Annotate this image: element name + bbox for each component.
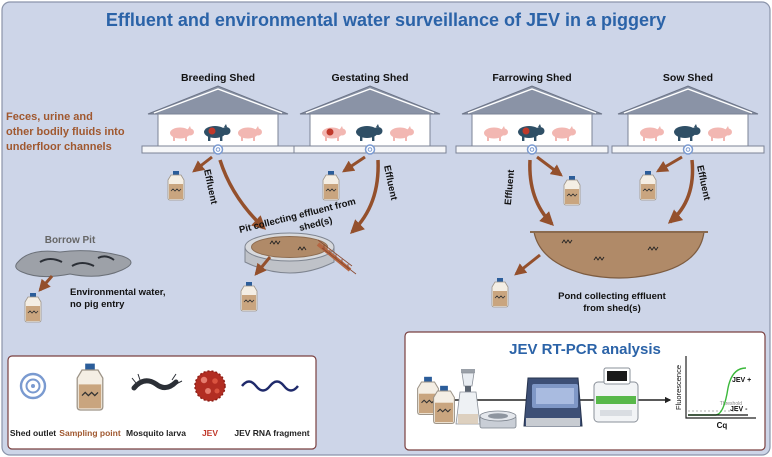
diagram-title: Effluent and environmental water surveil…	[106, 10, 666, 30]
sampling-point-bottle	[491, 277, 509, 308]
effluent-arrow	[349, 159, 380, 234]
legend-jev-label: JEV	[202, 428, 218, 438]
pit-sample-arrow	[254, 256, 272, 276]
outlet-arrow	[655, 155, 683, 173]
pond-label-line-2: from shed(s)	[583, 303, 641, 314]
fluids-label-line-3: underfloor channels	[6, 141, 112, 153]
threshold-label: Threshold	[720, 401, 742, 407]
sampling-point-bottle	[563, 175, 581, 206]
jev-negative-label: JEV -	[730, 406, 748, 413]
shed-outlet-icon	[526, 144, 538, 155]
shed-outlet-icon	[19, 372, 47, 400]
pond-sample-arrow	[514, 253, 541, 276]
effluent-arrow	[528, 159, 554, 226]
shed-label-breeding: Breeding Shed	[181, 72, 255, 84]
mosquito-larva-icon	[39, 255, 115, 267]
effluent-label: Effluent	[503, 168, 517, 205]
analysis-title: JEV RT-PCR analysis	[509, 341, 661, 358]
env-water-label-line-1: Environmental water,	[70, 287, 166, 298]
borrow-pit-sample-arrow	[38, 275, 54, 292]
borrow-pit: Borrow Pit	[15, 235, 132, 278]
shed-gestating: Gestating Shed	[293, 72, 447, 155]
shed-outlet-icon	[364, 144, 376, 155]
legend-shed-outlet-label: Shed outlet	[10, 428, 56, 438]
shed-outlet-icon	[682, 144, 694, 155]
pond-label-line-1: Pond collecting effluent	[558, 291, 667, 302]
shed-label-sow: Sow Shed	[663, 72, 713, 84]
rna-fragment-icon	[241, 380, 299, 392]
fluids-label-line-1: Feces, urine and	[6, 111, 93, 123]
amplification-graph: Fluorescence Cq Threshold JEV + JEV -	[674, 356, 756, 430]
env-water-label-line-2: no pig entry	[70, 299, 125, 310]
sampling-point-icon	[76, 362, 104, 411]
legend-mosquito-larva-label: Mosquito larva	[126, 428, 186, 438]
outlet-arrow	[342, 155, 366, 173]
legend-sampling-point-label: Sampling point	[59, 428, 121, 438]
effluent-arrow	[218, 159, 267, 230]
sampling-point-bottle	[24, 292, 42, 323]
shed-outlet-icon	[212, 144, 224, 155]
jev-virus-icon	[326, 128, 334, 136]
graph-xlabel: Cq	[717, 421, 728, 430]
extraction-instrument-icon	[523, 377, 583, 427]
fluids-label-line-2: other bodily fluids into	[6, 126, 125, 138]
effluent-pond	[530, 231, 708, 279]
sampling-point-bottle	[639, 170, 657, 201]
outlet-arrow	[536, 155, 563, 177]
mosquito-larva-icon	[131, 373, 183, 391]
jev-positive-label: JEV +	[732, 377, 751, 384]
legend-rna-fragment-label: JEV RNA fragment	[234, 428, 309, 438]
effluent-arrow	[667, 159, 695, 224]
sampling-point-bottle	[322, 170, 340, 201]
shed-farrowing: Farrowing Shed	[455, 72, 609, 155]
shed-label-gestating: Gestating Shed	[331, 72, 408, 84]
pcr-machine-icon	[593, 367, 639, 423]
jev-icon	[194, 370, 226, 402]
legend-panel: Shed outlet Sampling point Mosquito larv…	[7, 355, 317, 450]
shed-sow: Sow Shed	[611, 72, 765, 155]
centrifuge-icon	[479, 410, 517, 429]
jev-positive-curve	[688, 367, 747, 416]
sampling-point-bottle	[167, 170, 185, 201]
borrow-pit-label: Borrow Pit	[45, 235, 96, 246]
jev-virus-icon	[208, 127, 216, 135]
analysis-panel: JEV RT-PCR analysis	[404, 331, 766, 451]
shed-breeding: Breeding Shed	[141, 72, 295, 155]
sampling-point-bottle	[240, 281, 258, 312]
jev-virus-icon	[522, 127, 530, 135]
shed-label-farrowing: Farrowing Shed	[492, 72, 571, 84]
graph-ylabel: Fluorescence	[674, 365, 683, 410]
outlet-arrow	[192, 155, 213, 173]
